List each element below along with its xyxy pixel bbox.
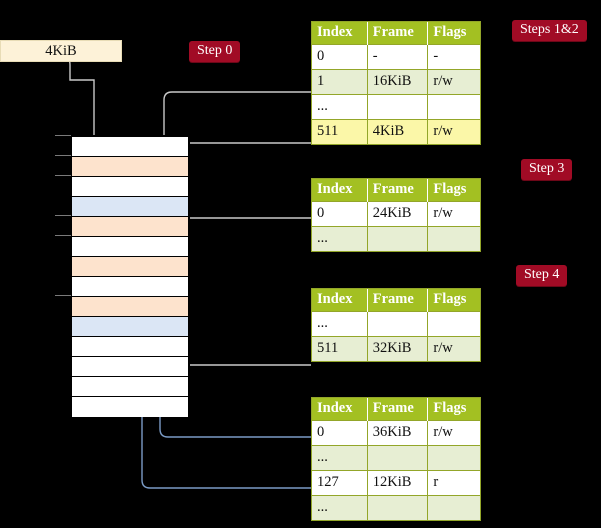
physical-memory-column bbox=[70, 135, 190, 417]
badge-steps-1-2: Steps 1&2 bbox=[512, 20, 587, 41]
cell-index: 0 bbox=[312, 44, 368, 70]
column-header-frame: Frame bbox=[367, 22, 429, 45]
memory-row bbox=[72, 337, 188, 357]
memory-row bbox=[72, 217, 188, 237]
cell-flags: r bbox=[427, 470, 480, 496]
page-table-steps-1-2: Index Frame Flags 0 - - 1 16KiB r/w ... bbox=[311, 21, 481, 145]
table-row[interactable]: ... bbox=[312, 311, 480, 337]
cell-flags bbox=[427, 445, 480, 471]
cell-frame: 4KiB bbox=[367, 119, 429, 144]
memory-row bbox=[72, 237, 188, 257]
cell-frame: 24KiB bbox=[367, 201, 429, 227]
table-row[interactable]: 0 24KiB r/w bbox=[312, 201, 480, 227]
badge-step-3: Step 3 bbox=[521, 159, 573, 180]
badge-step-0: Step 0 bbox=[189, 41, 241, 62]
memory-tick bbox=[55, 235, 71, 236]
column-header-index: Index bbox=[312, 398, 368, 421]
cell-frame: 12KiB bbox=[367, 470, 429, 496]
table-header-row: Index Frame Flags bbox=[312, 398, 480, 421]
cell-frame bbox=[367, 495, 429, 520]
cell-frame: 16KiB bbox=[367, 69, 429, 95]
memory-row bbox=[72, 257, 188, 277]
cell-flags: - bbox=[427, 44, 480, 70]
cell-flags: r/w bbox=[427, 119, 480, 144]
memory-row bbox=[72, 297, 188, 317]
cell-frame bbox=[367, 94, 429, 120]
table-row[interactable]: ... bbox=[312, 495, 480, 520]
table-row[interactable]: ... bbox=[312, 226, 480, 251]
virtual-address-box: 4KiB bbox=[0, 40, 122, 62]
page-table-step-4: Index Frame Flags ... 511 32KiB r/w bbox=[311, 288, 481, 362]
table-header-row: Index Frame Flags bbox=[312, 179, 480, 202]
cell-index: ... bbox=[312, 495, 368, 520]
cell-flags bbox=[427, 226, 480, 251]
memory-row bbox=[72, 137, 188, 157]
memory-row bbox=[72, 157, 188, 177]
cell-flags: r/w bbox=[427, 336, 480, 361]
badge-step-4: Step 4 bbox=[516, 265, 568, 286]
memory-tick bbox=[55, 155, 71, 156]
table-row[interactable]: 511 32KiB r/w bbox=[312, 336, 480, 361]
table-row[interactable]: ... bbox=[312, 94, 480, 120]
column-header-index: Index bbox=[312, 179, 368, 202]
table-row[interactable]: 0 36KiB r/w bbox=[312, 420, 480, 446]
column-header-flags: Flags bbox=[427, 398, 480, 421]
cell-flags: r/w bbox=[427, 69, 480, 95]
memory-tick bbox=[55, 135, 71, 136]
cell-frame: - bbox=[367, 44, 429, 70]
column-header-frame: Frame bbox=[367, 289, 429, 312]
memory-row bbox=[72, 197, 188, 217]
memory-tick bbox=[55, 215, 71, 216]
column-header-frame: Frame bbox=[367, 179, 429, 202]
memory-row bbox=[72, 277, 188, 297]
page-table-step-3: Index Frame Flags 0 24KiB r/w ... bbox=[311, 178, 481, 252]
cell-flags: r/w bbox=[427, 201, 480, 227]
cell-index: ... bbox=[312, 226, 368, 251]
cell-index: 1 bbox=[312, 69, 368, 95]
page-table-bottom: Index Frame Flags 0 36KiB r/w ... 127 bbox=[311, 397, 481, 521]
memory-tick bbox=[55, 295, 71, 296]
cell-index: 511 bbox=[312, 336, 368, 361]
cell-frame bbox=[367, 445, 429, 471]
memory-row bbox=[72, 377, 188, 397]
table-row[interactable]: 1 16KiB r/w bbox=[312, 69, 480, 95]
cell-flags: r/w bbox=[427, 420, 480, 446]
table-row-highlighted[interactable]: 511 4KiB r/w bbox=[312, 119, 480, 144]
column-header-index: Index bbox=[312, 22, 368, 45]
cell-index: ... bbox=[312, 445, 368, 471]
cell-flags bbox=[427, 495, 480, 520]
column-header-flags: Flags bbox=[427, 289, 480, 312]
cell-frame: 36KiB bbox=[367, 420, 429, 446]
cell-flags bbox=[427, 94, 480, 120]
memory-row bbox=[72, 317, 188, 337]
table-row[interactable]: 0 - - bbox=[312, 44, 480, 70]
table-header-row: Index Frame Flags bbox=[312, 289, 480, 312]
column-header-frame: Frame bbox=[367, 398, 429, 421]
memory-tick bbox=[55, 175, 71, 176]
table-header-row: Index Frame Flags bbox=[312, 22, 480, 45]
cell-index: ... bbox=[312, 311, 368, 337]
cell-frame bbox=[367, 311, 429, 337]
cell-frame bbox=[367, 226, 429, 251]
cell-flags bbox=[427, 311, 480, 337]
cell-index: 0 bbox=[312, 420, 368, 446]
memory-row bbox=[72, 397, 188, 417]
memory-row bbox=[72, 357, 188, 377]
cell-index: ... bbox=[312, 94, 368, 120]
cell-index: 0 bbox=[312, 201, 368, 227]
memory-row bbox=[72, 177, 188, 197]
cell-frame: 32KiB bbox=[367, 336, 429, 361]
cell-index: 511 bbox=[312, 119, 368, 144]
column-header-flags: Flags bbox=[427, 179, 480, 202]
column-header-flags: Flags bbox=[427, 22, 480, 45]
table-row[interactable]: ... bbox=[312, 445, 480, 471]
table-row[interactable]: 127 12KiB r bbox=[312, 470, 480, 496]
column-header-index: Index bbox=[312, 289, 368, 312]
cell-index: 127 bbox=[312, 470, 368, 496]
